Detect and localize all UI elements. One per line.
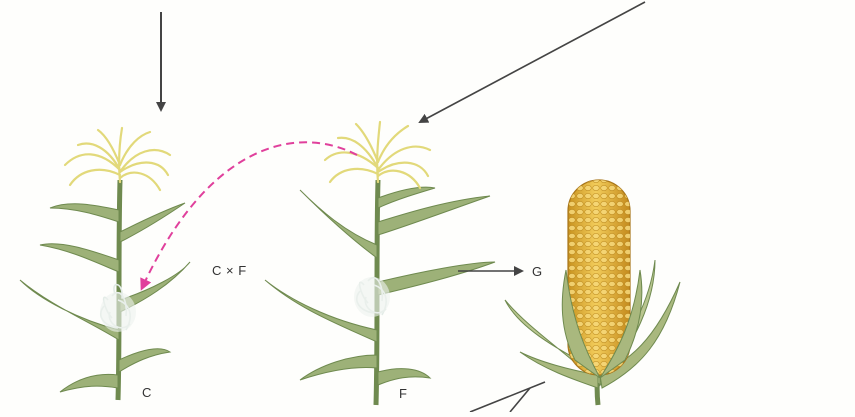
label-plant-f: F <box>399 386 407 401</box>
pointer-line-left <box>470 382 545 412</box>
corn-ear-g <box>505 180 680 405</box>
corn-plant-icon <box>265 122 495 405</box>
corn-ear-icon <box>505 180 680 405</box>
label-plant-c: C <box>142 385 152 400</box>
corn-plant-c <box>20 128 190 400</box>
corn-plant-f <box>265 122 495 405</box>
label-offspring-g: G <box>532 264 543 279</box>
corn-plant-icon <box>20 128 190 400</box>
pollination-arrow-icon <box>142 142 357 288</box>
label-cross: C × F <box>212 263 247 278</box>
arrow-diagonal-icon <box>420 2 645 122</box>
